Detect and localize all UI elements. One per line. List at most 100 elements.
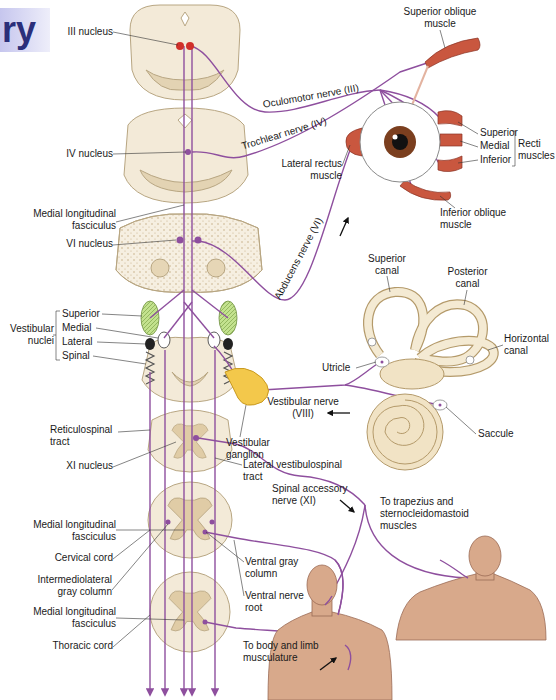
part-label: To body and limb musculature xyxy=(243,640,331,664)
part-label: Ventral gray column xyxy=(245,556,307,580)
leader-line xyxy=(93,356,146,364)
neural-tract xyxy=(198,145,352,300)
leader-line xyxy=(96,328,158,338)
part-label: Recti muscles xyxy=(518,138,556,162)
title-box xyxy=(0,8,50,52)
leader-line xyxy=(113,240,176,245)
vestibular-nuclei xyxy=(223,338,233,350)
eye xyxy=(438,111,462,126)
part-label: Spinal accessory nerve (XI) xyxy=(272,483,360,507)
brainstem-slice xyxy=(150,572,230,652)
leader-line xyxy=(460,141,478,147)
part-label: Medial xyxy=(480,140,520,152)
brainstem-slice xyxy=(142,337,238,402)
part-label: Lateral vestibulospinal tract xyxy=(243,459,355,483)
leader-line xyxy=(446,407,476,434)
human-figure xyxy=(469,536,501,576)
part-label: Vestibular ganglion xyxy=(226,437,286,461)
neural-tract xyxy=(183,46,184,695)
neural-tract xyxy=(205,532,343,615)
inner-ear xyxy=(373,400,437,464)
brainstem-slice xyxy=(172,372,208,386)
nucleus xyxy=(186,42,194,50)
leader-line xyxy=(356,362,376,368)
inner-ear xyxy=(380,359,444,389)
gray-matter xyxy=(168,424,212,631)
eye xyxy=(360,102,440,182)
neural-tract xyxy=(262,362,380,390)
inner-ear xyxy=(466,356,474,364)
part-label: Abducens nerve (VI) xyxy=(272,181,343,301)
direction-arrow xyxy=(328,412,350,413)
neural-tract xyxy=(150,290,184,318)
brainstem-slice xyxy=(181,12,189,26)
leader-line xyxy=(464,290,467,305)
part-label: To trapezius and sternocleidomastoid mus… xyxy=(380,496,482,531)
part-label: Vestibular nuclei xyxy=(2,323,54,347)
title-box xyxy=(0,8,50,52)
inner-ear xyxy=(367,394,443,470)
leader-line xyxy=(113,442,176,467)
nucleus xyxy=(210,520,215,525)
brainstem-slice xyxy=(146,70,224,90)
neural-tract xyxy=(164,350,165,695)
brainstem-slice xyxy=(178,114,192,128)
human-figure xyxy=(396,574,546,640)
nucleus xyxy=(176,42,184,50)
leader-line xyxy=(113,152,186,154)
eye xyxy=(384,126,416,158)
nucleus xyxy=(195,237,202,244)
brainstem-slice xyxy=(140,170,232,192)
leader-line xyxy=(240,405,246,437)
part-label: Trochlear nerve (IV) xyxy=(240,103,368,152)
part-label: Lateral rectus muscle xyxy=(276,158,342,182)
part-label: Ventral nerve root xyxy=(245,590,307,614)
inner-ear xyxy=(367,292,494,470)
part-label: XI nucleus xyxy=(38,460,113,472)
part-label: IV nucleus xyxy=(38,148,113,160)
leader-line xyxy=(440,196,455,208)
leader-line xyxy=(102,314,142,316)
nerve xyxy=(345,645,351,670)
eye xyxy=(346,38,480,200)
part-label: Cervical cord xyxy=(38,552,113,564)
neural-tract xyxy=(149,372,150,695)
inner-ear xyxy=(375,357,389,367)
human-figure xyxy=(268,536,546,700)
leader-line xyxy=(116,205,184,222)
part-label: Inferior xyxy=(480,154,520,166)
leader-line xyxy=(458,122,478,134)
eye xyxy=(393,135,398,140)
leader-line xyxy=(116,618,184,620)
part-label: Medial xyxy=(62,322,107,334)
gray-matter xyxy=(169,591,211,631)
nerve xyxy=(440,560,468,578)
part-label: III nucleus xyxy=(38,26,113,38)
part-label: VI nucleus xyxy=(38,238,113,250)
inner-ear xyxy=(433,400,447,410)
inner-ear xyxy=(439,404,442,407)
eye xyxy=(440,134,462,146)
brainstem-slice xyxy=(151,259,169,277)
leader-line xyxy=(112,524,168,590)
eye xyxy=(438,156,462,172)
direction-arrow xyxy=(320,658,336,670)
neural-tract xyxy=(184,302,214,338)
leader-line xyxy=(488,345,503,350)
part-label: Vestibular nerve (VIII) xyxy=(262,396,344,420)
part-label: Superior oblique muscle xyxy=(395,6,485,30)
direction-arrow xyxy=(320,218,354,670)
vestibular-ganglion xyxy=(225,368,269,405)
leader-line xyxy=(53,30,515,647)
brainstem-slice xyxy=(207,259,225,277)
part-label: Posterior canal xyxy=(440,266,495,290)
leader-line xyxy=(97,342,146,344)
direction-arrow xyxy=(340,500,354,512)
eye xyxy=(412,66,428,105)
part-label: Superior xyxy=(62,308,107,320)
brainstem-slice xyxy=(124,108,248,203)
vestibular-nuclei xyxy=(145,338,155,350)
inner-ear xyxy=(368,292,494,372)
